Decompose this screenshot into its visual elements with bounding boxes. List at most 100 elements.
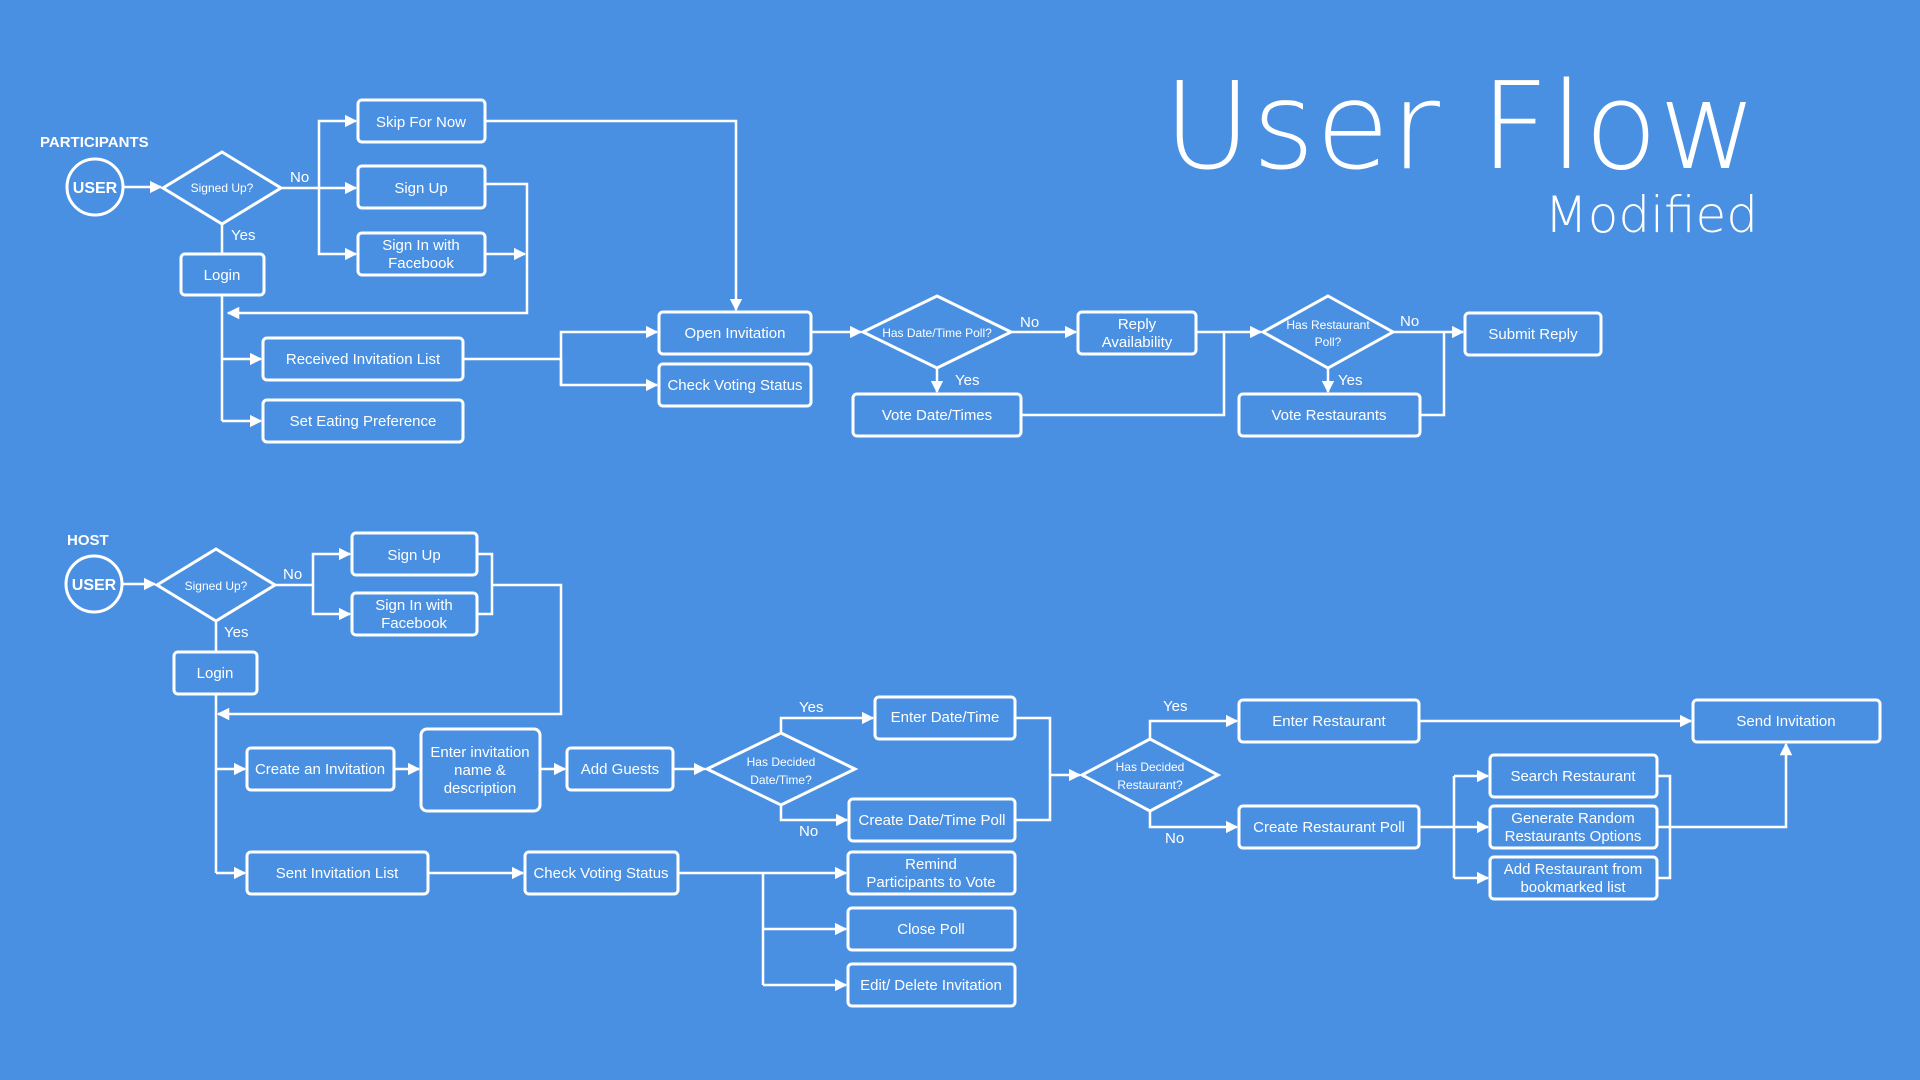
page-title: User Flow (1163, 58, 1758, 197)
participants-check-voting-status-node: Check Voting Status (657, 362, 813, 408)
edit-delete-invitation-node: Edit/ Delete Invitation (846, 962, 1017, 1008)
skip-for-now-label: Skip For Now (376, 114, 466, 131)
enter-invitation-node: Enter invitation name & description (419, 727, 542, 813)
remind-participants-node: Remind Participants to Vote (846, 850, 1017, 896)
host-sign-up-node: Sign Up (350, 531, 479, 577)
edit-delete-invitation-label: Edit/ Delete Invitation (860, 977, 1002, 994)
participants-user-label: USER (73, 180, 118, 197)
open-invitation-node: Open Invitation (657, 310, 813, 356)
sent-invitation-list-label: Sent Invitation List (276, 865, 399, 882)
host-check-voting-status-label: Check Voting Status (533, 865, 668, 882)
add-from-bookmarked-line1: Add Restaurant from (1504, 861, 1642, 878)
title-block: User Flow Modified (1163, 58, 1758, 244)
has-decided-restaurant-line1: Has Decided (1116, 760, 1185, 774)
datetime-poll-yes-label: Yes (955, 372, 979, 389)
enter-datetime-label: Enter Date/Time (891, 709, 1000, 726)
host-signed-up-decision: Signed Up? (154, 547, 278, 623)
participants-section-label: PARTICIPANTS (40, 134, 149, 151)
page-subtitle: Modified (1544, 186, 1758, 244)
participants-user-node: USER (65, 157, 125, 217)
participants-login-label: Login (204, 267, 241, 284)
remind-participants-line1: Remind (905, 856, 957, 873)
participants-check-voting-status-label: Check Voting Status (667, 377, 802, 394)
participants-signed-up-label: Signed Up? (191, 181, 254, 195)
has-decided-restaurant-line2: Restaurant? (1117, 778, 1183, 792)
host-connectors (122, 547, 1793, 992)
host-sign-up-label: Sign Up (387, 547, 440, 564)
generate-random-node: Generate Random Restaurants Options (1488, 804, 1659, 850)
host-sign-in-facebook-line2: Facebook (381, 615, 447, 632)
create-invitation-label: Create an Invitation (255, 761, 385, 778)
vote-datetimes-node: Vote Date/Times (851, 392, 1023, 438)
has-decided-datetime-decision: Has Decided Date/Time? (703, 731, 859, 807)
host-check-voting-status-node: Check Voting Status (523, 850, 680, 896)
has-datetime-poll-decision: Has Date/Time Poll? (859, 294, 1015, 370)
send-invitation-node: Send Invitation (1691, 698, 1882, 744)
host-login-label: Login (197, 665, 234, 682)
vote-datetimes-label: Vote Date/Times (882, 407, 992, 424)
reply-availability-line1: Reply (1118, 316, 1157, 333)
search-restaurant-node: Search Restaurant (1488, 753, 1659, 799)
generate-random-line1: Generate Random (1511, 810, 1634, 827)
add-from-bookmarked-node: Add Restaurant from bookmarked list (1488, 855, 1659, 901)
create-invitation-node: Create an Invitation (245, 746, 396, 792)
host-signed-up-label: Signed Up? (185, 579, 248, 593)
has-restaurant-poll-line2: Poll? (1315, 335, 1342, 349)
host-user-node: USER (64, 554, 124, 614)
reply-availability-node: Reply Availability (1076, 310, 1198, 356)
send-invitation-label: Send Invitation (1736, 713, 1835, 730)
participants-sign-in-facebook-node: Sign In with Facebook (356, 231, 487, 277)
create-restaurant-poll-node: Create Restaurant Poll (1237, 804, 1421, 850)
vote-restaurants-node: Vote Restaurants (1237, 392, 1422, 438)
host-sign-in-facebook-line1: Sign In with (375, 597, 453, 614)
has-restaurant-poll-line1: Has Restaurant (1286, 318, 1370, 332)
participants-sign-up-label: Sign Up (394, 180, 447, 197)
host-restaurant-yes-label: Yes (1163, 698, 1187, 715)
add-guests-node: Add Guests (565, 746, 675, 792)
participants-no-label: No (290, 169, 309, 186)
skip-for-now-node: Skip For Now (356, 98, 487, 144)
host-yes-label: Yes (224, 624, 248, 641)
vote-restaurants-label: Vote Restaurants (1271, 407, 1386, 424)
datetime-poll-no-label: No (1020, 314, 1039, 331)
enter-restaurant-node: Enter Restaurant (1237, 698, 1421, 744)
host-datetime-no-label: No (799, 823, 818, 840)
create-datetime-poll-label: Create Date/Time Poll (859, 812, 1006, 829)
host-datetime-yes-label: Yes (799, 699, 823, 716)
enter-restaurant-label: Enter Restaurant (1272, 713, 1386, 730)
has-restaurant-poll-decision: Has Restaurant Poll? (1259, 294, 1397, 370)
add-from-bookmarked-line2: bookmarked list (1520, 879, 1626, 896)
has-decided-restaurant-decision: Has Decided Restaurant? (1078, 737, 1222, 813)
set-eating-preference-node: Set Eating Preference (261, 398, 465, 444)
host-restaurant-no-label: No (1165, 830, 1184, 847)
remind-participants-line2: Participants to Vote (866, 874, 995, 891)
has-decided-datetime-line2: Date/Time? (750, 773, 812, 787)
participants-sign-in-facebook-line2: Facebook (388, 255, 454, 272)
enter-invitation-line2: name & (454, 762, 506, 779)
host-login-node: Login (172, 650, 259, 696)
participants-signed-up-decision: Signed Up? (160, 150, 284, 226)
enter-datetime-node: Enter Date/Time (873, 695, 1017, 741)
reply-availability-line2: Availability (1102, 334, 1173, 351)
host-user-label: USER (72, 577, 117, 594)
enter-invitation-line3: description (444, 780, 517, 797)
set-eating-preference-label: Set Eating Preference (290, 413, 437, 430)
close-poll-label: Close Poll (897, 921, 965, 938)
participants-yes-label: Yes (231, 227, 255, 244)
generate-random-line2: Restaurants Options (1505, 828, 1642, 845)
create-restaurant-poll-label: Create Restaurant Poll (1253, 819, 1405, 836)
add-guests-label: Add Guests (581, 761, 659, 778)
participants-connectors (123, 114, 1465, 428)
host-section-label: HOST (67, 532, 109, 549)
restaurant-poll-yes-label: Yes (1338, 372, 1362, 389)
submit-reply-label: Submit Reply (1488, 326, 1578, 343)
has-decided-datetime-line1: Has Decided (747, 755, 816, 769)
received-invitation-list-label: Received Invitation List (286, 351, 441, 368)
participants-sign-up-node: Sign Up (356, 164, 487, 210)
submit-reply-node: Submit Reply (1463, 311, 1603, 357)
received-invitation-list-node: Received Invitation List (261, 336, 465, 382)
host-no-label: No (283, 566, 302, 583)
participants-sign-in-facebook-line1: Sign In with (382, 237, 460, 254)
create-datetime-poll-node: Create Date/Time Poll (847, 797, 1017, 843)
